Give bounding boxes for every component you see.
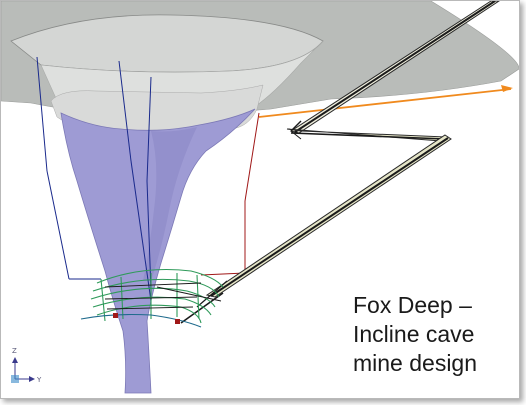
axis-y-label: Y: [36, 376, 42, 384]
diagram-caption: Fox Deep – Incline cave mine design: [353, 291, 513, 378]
level-drives: [104, 282, 222, 310]
caption-line-3: mine design: [353, 350, 478, 376]
viewport-frame: Z Y Fox Deep – Incline cave mine design: [0, 0, 520, 399]
drawpoint-markers: [113, 313, 180, 324]
mine-3d-scene: Z Y: [1, 1, 519, 394]
axis-z-label: Z: [12, 347, 17, 355]
decline-ramps: [180, 1, 500, 324]
axis-triad: Z Y: [11, 347, 42, 384]
caption-line-1: Fox Deep –: [353, 292, 472, 318]
conveyor-line: [258, 85, 513, 118]
caption-line-2: Incline cave: [353, 321, 475, 347]
drill-traces: [36, 56, 260, 302]
cave-shadow: [143, 127, 197, 281]
